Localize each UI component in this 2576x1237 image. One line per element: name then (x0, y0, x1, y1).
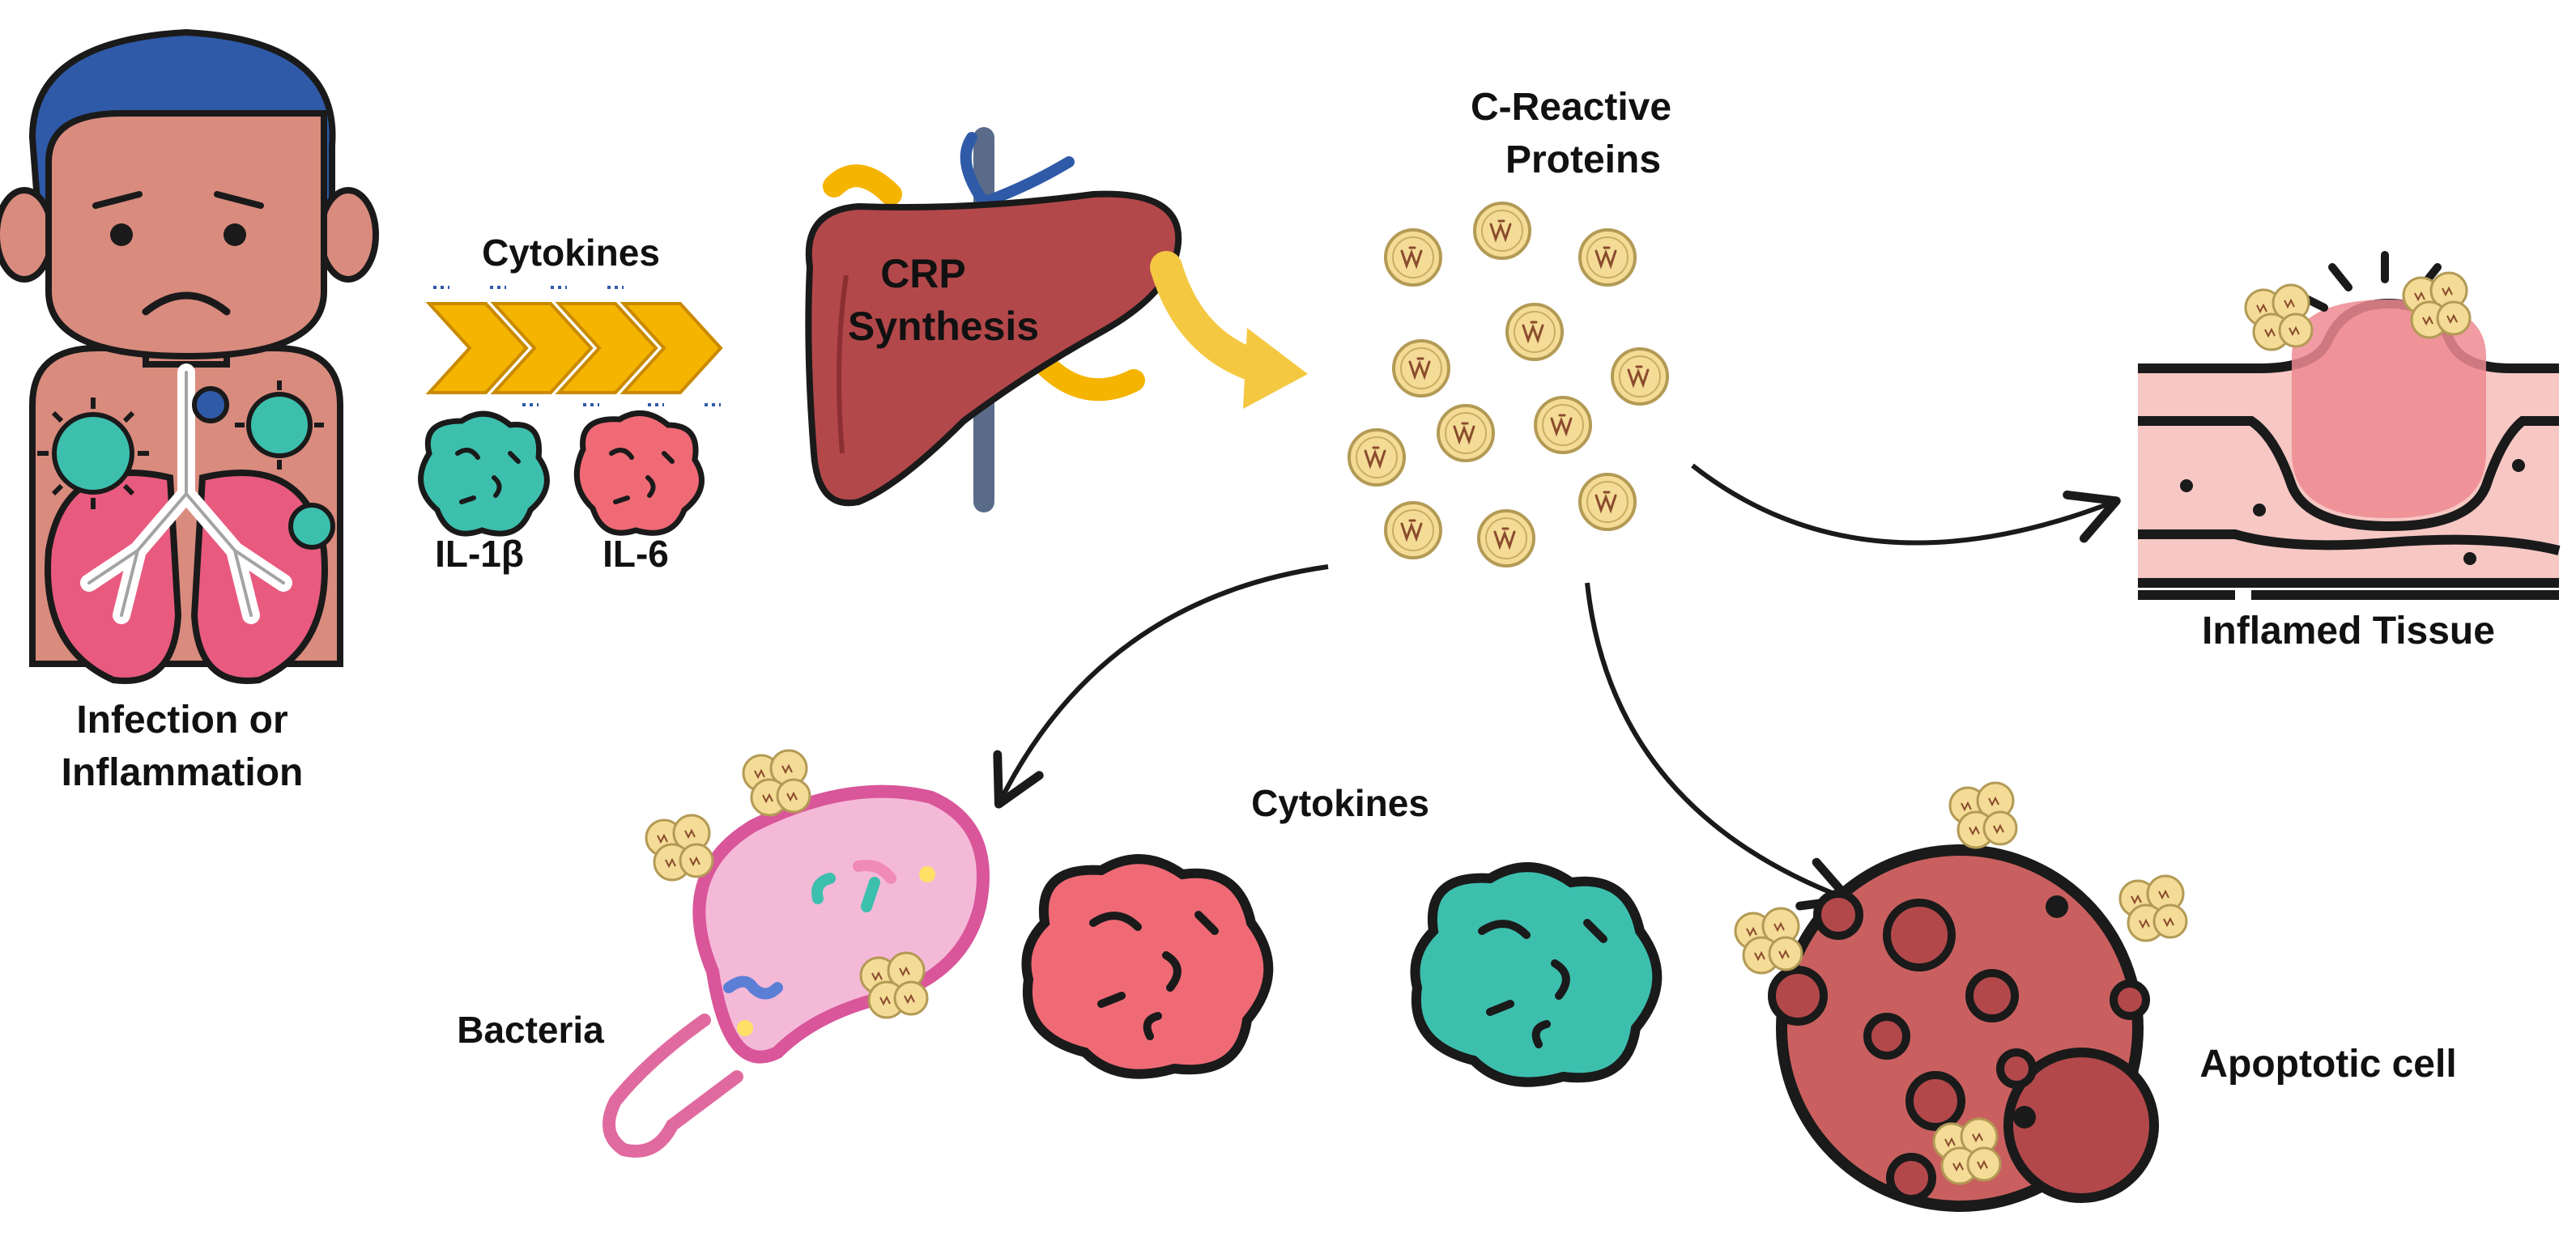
cytokine-il6-icon (573, 410, 705, 536)
inflamed-tissue-label: Inflamed Tissue (2202, 610, 2495, 653)
bacteria-label: Bacteria (457, 1009, 604, 1051)
inflamed-tissue-icon (2138, 251, 2561, 600)
crp-proteins-line2: Proteins (1505, 138, 1661, 181)
bacteria-icon (602, 749, 990, 1158)
crp-synthesis-line2: Synthesis (848, 304, 1039, 349)
virus-icon (52, 386, 335, 550)
cytokine-il1b-icon (418, 410, 550, 537)
cytokine-coral-icon (1021, 854, 1274, 1079)
arrow-to-apoptotic (1585, 582, 1854, 911)
cytokine-teal-icon (1410, 862, 1663, 1087)
arrow-to-bacteria (993, 564, 1329, 809)
crp-synthesis-line1: CRP (880, 251, 966, 296)
apoptotic-cell-icon (1734, 781, 2188, 1212)
yellow-arrow-icon (1150, 251, 1308, 409)
liver-icon (805, 127, 1182, 512)
arrow-to-tissue (1691, 463, 2121, 546)
chevron-arrow-icon (425, 286, 723, 406)
apoptotic-cell-label: Apoptotic cell (2199, 1043, 2456, 1086)
il6-label: IL-6 (602, 533, 669, 575)
patient-label-line1: Infection or (76, 699, 287, 742)
crp-proteins-line1: C-Reactive (1471, 86, 1671, 129)
lungs-icon (45, 363, 328, 684)
il1b-label: IL-1β (435, 533, 524, 575)
cytokines-top-label: Cytokines (482, 232, 660, 274)
sick-person-icon (0, 28, 379, 684)
crp-protein-icon (1348, 202, 1669, 567)
cytokines-bottom-label: Cytokines (1251, 782, 1429, 824)
patient-label-line2: Inflammation (62, 751, 304, 794)
